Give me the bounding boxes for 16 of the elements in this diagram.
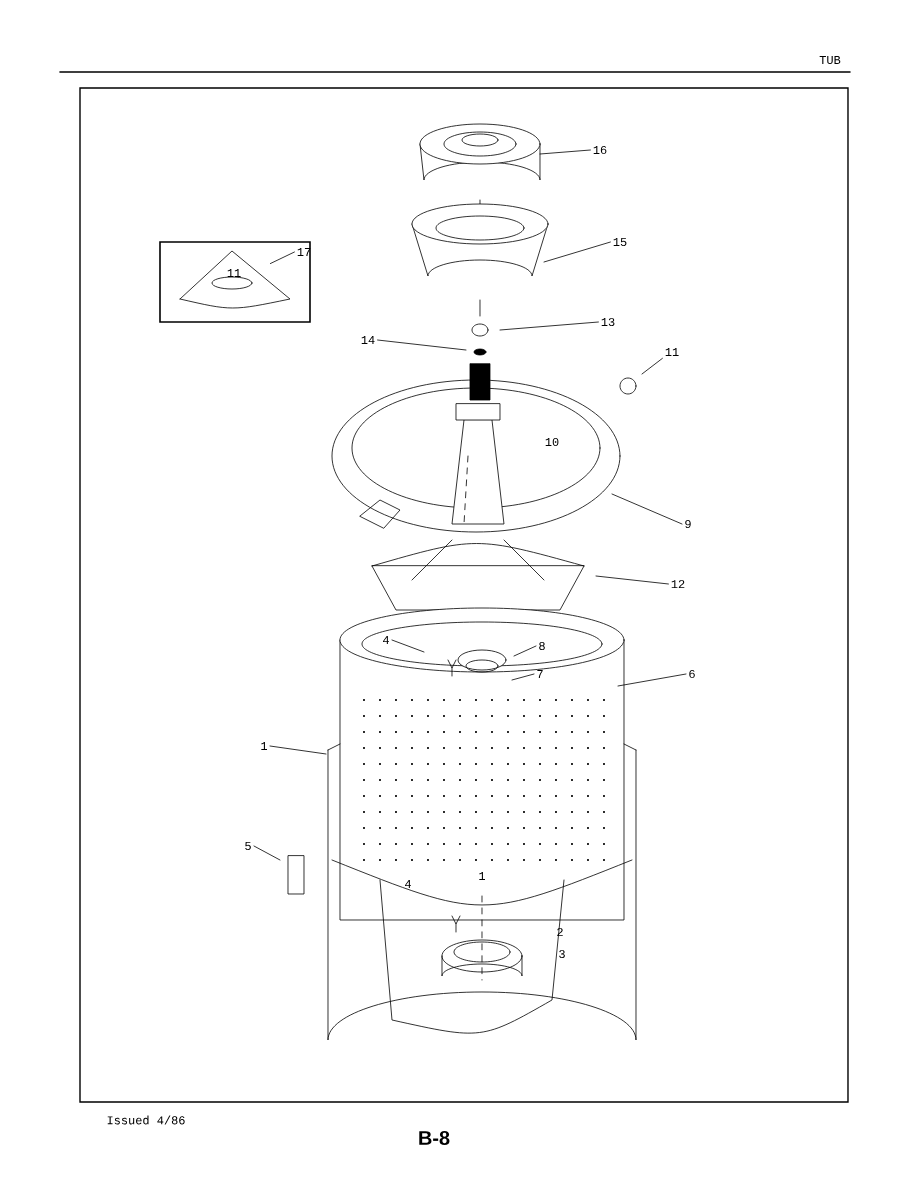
leader-line	[391, 639, 425, 653]
leader-line	[617, 673, 687, 687]
leader-line	[611, 493, 683, 525]
leader-line	[499, 321, 599, 331]
leader-line	[595, 575, 669, 585]
leader-line	[513, 645, 537, 657]
page-number: B-8	[419, 1130, 450, 1146]
leader-line	[641, 357, 663, 375]
leader-line	[539, 149, 591, 155]
leader-line	[270, 251, 295, 264]
leader-line	[377, 339, 467, 351]
leader-line	[269, 745, 327, 755]
inset-frame	[159, 241, 311, 323]
leader-line	[511, 673, 535, 681]
leader-line	[543, 241, 611, 263]
leader-line	[253, 845, 281, 861]
